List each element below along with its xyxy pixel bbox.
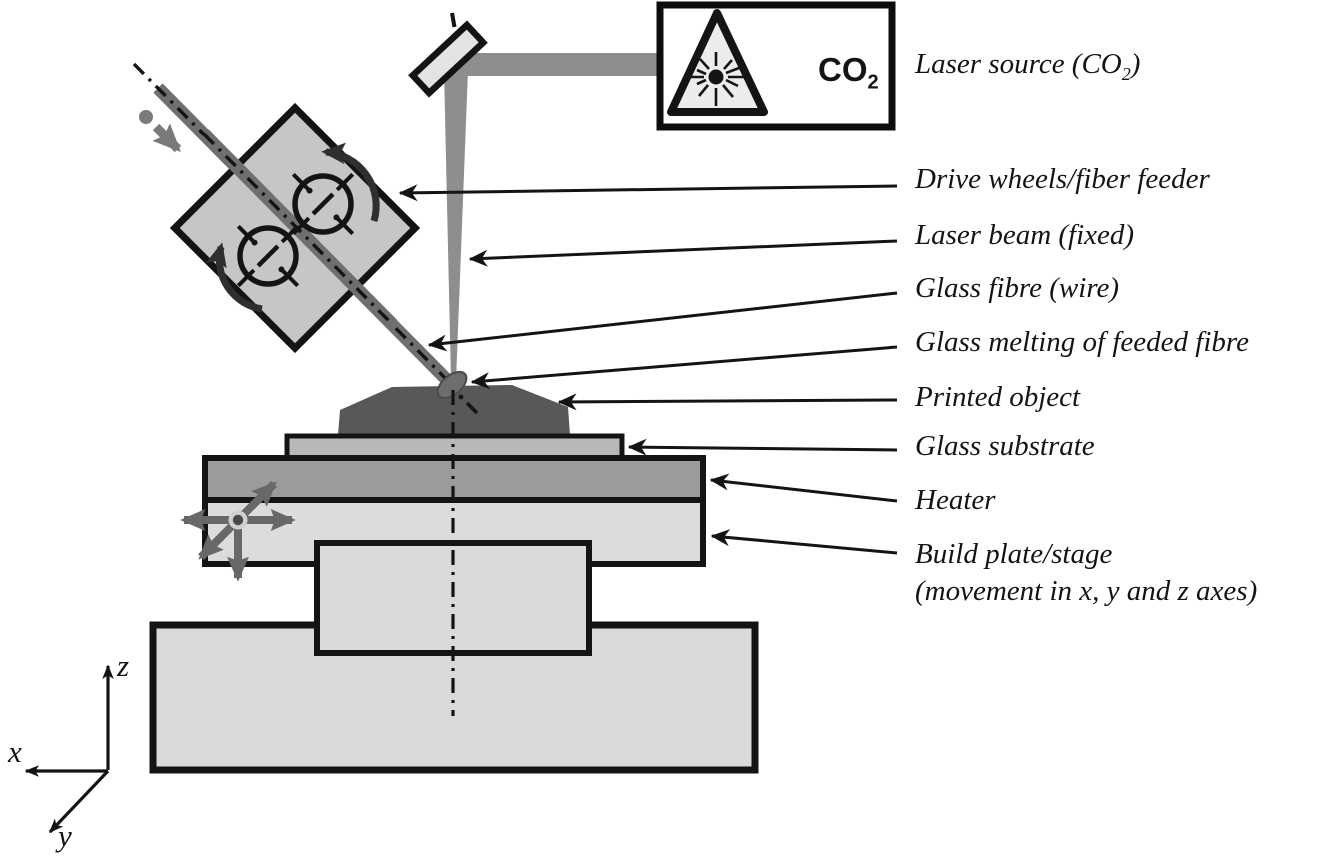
drive-wheel-lower <box>236 224 300 288</box>
laser-warning-triangle <box>667 9 768 116</box>
printed-object <box>338 385 570 435</box>
co2-badge-text: CO <box>818 51 868 88</box>
leader-build-plate <box>710 529 898 555</box>
leader-glass-fibre <box>427 291 898 352</box>
movement-arrows <box>180 481 296 582</box>
label-laser-source-text: Laser source (CO <box>915 48 1122 80</box>
drive-wheel-upper <box>291 172 355 236</box>
axis-x-label: x <box>8 734 22 769</box>
laser-starburst-icon <box>684 52 746 106</box>
rotation-arrow-lower <box>205 242 263 313</box>
feed-direction-arrow <box>152 123 182 153</box>
stage-stack <box>149 433 759 774</box>
movement-center-dot <box>232 514 244 526</box>
leader-drive-wheels <box>398 184 898 202</box>
mirror-axis-tick <box>450 12 457 28</box>
label-glass-melting: Glass melting of feeded fibre <box>915 324 1249 361</box>
axis-z-label: z <box>117 648 130 683</box>
label-heater: Heater <box>915 482 996 519</box>
melt-dashdot-dot <box>458 394 464 400</box>
laser-source-box <box>656 1 896 131</box>
axis-y-arrow <box>48 769 110 834</box>
label-build-plate-line1: Build plate/stage <box>915 538 1113 570</box>
mirror <box>408 20 488 98</box>
beam-horizontal <box>452 53 662 76</box>
label-glass-substrate-text: Glass substrate <box>915 430 1095 462</box>
leader-laser-beam <box>468 239 898 267</box>
melt-zone <box>436 370 479 415</box>
laser-beam <box>444 53 662 381</box>
rotation-arrow-upper <box>321 142 380 222</box>
label-laser-source-sub: 2 <box>1121 63 1131 84</box>
melt-dashdot-dash <box>465 401 479 415</box>
feed-direction-dot <box>139 110 153 124</box>
label-laser-source-close: ) <box>1130 48 1141 80</box>
label-laser-source: Laser source (CO2) <box>915 46 1140 93</box>
drive-wheel-feeder <box>169 102 421 354</box>
co2-badge: CO2 <box>818 51 879 95</box>
leader-glass-melting <box>470 345 898 390</box>
label-glass-substrate: Glass substrate <box>915 428 1095 465</box>
glass-melt-pool <box>436 370 468 400</box>
label-glass-fibre: Glass fibre (wire) <box>915 270 1119 307</box>
coordinate-axes <box>24 664 114 834</box>
leader-glass-substrate <box>627 438 898 456</box>
label-laser-beam-text: Laser beam (fixed) <box>915 219 1135 251</box>
co2-badge-sub: 2 <box>867 71 879 94</box>
label-glass-fibre-text: Glass fibre (wire) <box>915 272 1120 304</box>
label-drive-wheels-text: Drive wheels/fiber feeder <box>915 163 1210 195</box>
beam-vertical-tapered <box>444 70 468 381</box>
label-drive-wheels: Drive wheels/fiber feeder <box>915 161 1210 198</box>
label-heater-text: Heater <box>915 484 996 516</box>
label-glass-melting-text: Glass melting of feeded fibre <box>915 326 1249 358</box>
axis-y-label: y <box>58 818 72 853</box>
label-printed-object: Printed object <box>915 379 1080 416</box>
label-printed-object-text: Printed object <box>915 381 1081 413</box>
label-build-plate: Build plate/stage (movement in x, y and … <box>915 536 1257 610</box>
leader-heater <box>709 473 898 503</box>
label-laser-beam: Laser beam (fixed) <box>915 217 1134 254</box>
callout-leaders <box>398 184 898 555</box>
leader-printed-object <box>557 393 898 411</box>
label-build-plate-line2: (movement in x, y and z axes) <box>915 575 1258 607</box>
